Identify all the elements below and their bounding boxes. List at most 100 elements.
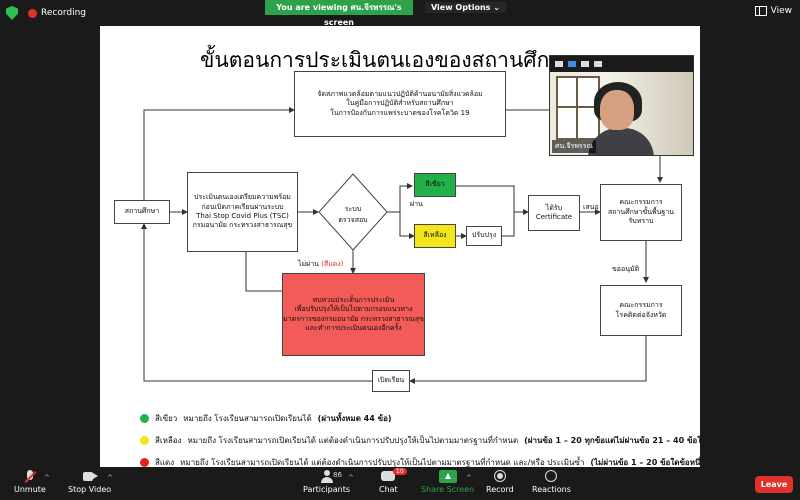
view-options-button[interactable]: View Options ⌄ <box>425 2 506 13</box>
share-options-caret-icon[interactable]: ^ <box>466 474 472 482</box>
legend-green: สีเขียว หมายถึง โรงเรียนสามารถเปิดเรียนไ… <box>140 412 392 425</box>
review-line-4: และทำการประเมินตนเองอีกครั้ง <box>305 323 402 332</box>
legend-red-bold: (ไม่ผ่านข้อ 1 – 20 ข้อใดข้อหนึ่ง) <box>590 458 700 467</box>
improve-box: ปรับปรุง <box>466 226 502 246</box>
participants-caret-icon[interactable]: ^ <box>348 474 354 482</box>
participants-label: Participants <box>303 485 350 494</box>
legend-red: สีแดง หมายถึง โรงเรียนสามารถเปิดเรียนได้… <box>140 456 700 467</box>
legend-yellow-text: หมายถึง โรงเรียนสามารถเปิดเรียนได้ แต่ต้… <box>187 436 519 445</box>
self-assessment-box: ประเมินตนเองเตรียมความพร้อม ก่อนเปิดภาคเ… <box>187 172 298 252</box>
yellow-status-box: สีเหลือง <box>414 224 456 248</box>
review-line-1: ทบทวนประเด็นการประเมิน <box>312 295 395 304</box>
view-label: View <box>770 6 792 16</box>
environment-box: จัดสภาพแวดล้อมตามแนวปฏิบัติด้านอนามัยสิ่… <box>294 71 506 137</box>
yellow-dot-icon <box>140 436 149 445</box>
decision-label: ระบบ ตรวจสอบ <box>338 204 368 226</box>
green-dot-icon <box>140 414 149 423</box>
reactions-button[interactable]: Reactions <box>532 470 571 494</box>
video-options-caret-icon[interactable]: ^ <box>107 474 113 482</box>
province-committee-box: คณะกรรมการ โรคติดต่อจังหวัด <box>600 285 682 336</box>
chat-label: Chat <box>379 485 398 494</box>
decision-line-2: ตรวจสอบ <box>338 216 368 224</box>
province-line-2: โรคติดต่อจังหวัด <box>615 310 667 319</box>
red-dot-icon <box>140 458 149 467</box>
environment-line-1: จัดสภาพแวดล้อมตามแนวปฏิบัติด้านอนามัยสิ่… <box>317 89 483 98</box>
record-icon <box>493 470 507 483</box>
slide-title: ขั้นตอนการประเมินตนเองของสถานศึกษา <box>200 48 575 72</box>
reactions-icon <box>544 470 558 483</box>
reactions-label: Reactions <box>532 485 571 494</box>
legend-green-name: สีเขียว <box>155 414 178 423</box>
top-left-status: Recording <box>6 6 86 20</box>
viewing-screen-banner: You are viewing ศน.จีรพรรณ's screen <box>265 0 413 27</box>
legend-red-name: สีแดง <box>155 458 175 467</box>
grid-icon[interactable] <box>594 61 602 67</box>
committee-line-1: คณะกรรมการ <box>619 198 663 207</box>
decision-diamond <box>318 173 388 251</box>
meeting-top-bar: Recording You are viewing ศน.จีรพรรณ's s… <box>0 0 800 27</box>
decision-line-1: ระบบ <box>344 205 362 213</box>
participants-button[interactable]: Participants <box>303 470 350 494</box>
chat-icon <box>381 470 396 483</box>
view-button[interactable]: View <box>754 6 792 16</box>
legend-yellow-bold: (ผ่านข้อ 1 – 20 ทุกข้อแต่ไม่ผ่านข้อ 21 –… <box>524 436 700 445</box>
gallery-view-icon[interactable] <box>581 61 589 67</box>
video-camera-icon <box>82 470 98 483</box>
stop-video-label: Stop Video <box>68 485 112 494</box>
presenter-video-thumbnail[interactable]: ศน.จีรพรรณ <box>549 55 694 156</box>
legend-red-text: หมายถึง โรงเรียนสามารถเปิดเรียนได้ แต่ต้… <box>180 458 585 467</box>
assess-line-2: ก่อนเปิดภาคเรียนผ่านระบบ <box>201 202 284 211</box>
flowchart-connectors <box>141 107 663 384</box>
assess-line-4: กรมอนามัย กระทรวงสาธารณสุข <box>192 221 293 230</box>
chat-button[interactable]: Chat <box>379 470 398 494</box>
red-review-box: ทบทวนประเด็นการประเมิน เพื่อปรับปรุงให้เ… <box>282 273 425 356</box>
certificate-box: ได้รับ Certificate <box>528 195 580 231</box>
person-face <box>600 90 634 130</box>
unmute-label: Unmute <box>14 485 46 494</box>
school-committee-box: คณะกรรมการ สถานศึกษาขั้นพื้นฐาน รับทราบ <box>600 184 682 241</box>
certificate-line-2: Certificate <box>535 213 573 221</box>
leave-button[interactable]: Leave <box>755 476 793 493</box>
unmute-button[interactable]: Unmute <box>14 470 46 494</box>
audio-options-caret-icon[interactable]: ^ <box>44 474 50 482</box>
share-screen-icon <box>438 470 457 483</box>
legend-yellow-name: สีเหลือง <box>155 436 182 445</box>
record-button[interactable]: Record <box>486 470 514 494</box>
province-line-1: คณะกรรมการ <box>619 301 663 310</box>
participants-count: 86 <box>333 471 342 479</box>
legend-green-text: หมายถึง โรงเรียนสามารถเปิดเรียนได้ <box>183 414 312 423</box>
review-line-3: มาตรการของกรมอนามัย กระทรวงสาธารณสุข <box>283 314 424 323</box>
security-shield-icon[interactable] <box>6 6 18 20</box>
certificate-line-1: ได้รับ <box>545 203 563 212</box>
green-status-box: สีเขียว <box>414 173 456 197</box>
stop-video-button[interactable]: Stop Video <box>68 470 111 494</box>
committee-line-2: สถานศึกษาขั้นพื้นฐาน <box>607 207 674 216</box>
speaker-view-icon[interactable] <box>568 61 576 67</box>
video-controls-bar <box>550 56 693 72</box>
committee-line-3: รับทราบ <box>628 217 654 226</box>
share-screen-label: Share Screen <box>421 485 475 494</box>
school-box: สถานศึกษา <box>114 200 170 224</box>
assess-line-1: ประเมินตนเองเตรียมความพร้อม <box>194 193 291 202</box>
environment-line-3: ในการป้องกันการแพร่ระบาดของโรคโควิด 19 <box>330 108 470 117</box>
legend-yellow: สีเหลือง หมายถึง โรงเรียนสามารถเปิดเรียน… <box>140 434 700 447</box>
environment-line-2: ในคู่มือการปฏิบัติสำหรับสถานศึกษา <box>346 99 454 108</box>
legend-green-bold: (ผ่านทั้งหมด 44 ข้อ) <box>317 414 392 423</box>
view-layout-icon <box>754 6 767 16</box>
recording-label: Recording <box>41 8 87 18</box>
recording-indicator[interactable]: Recording <box>28 8 86 18</box>
share-screen-button[interactable]: Share Screen <box>421 470 474 494</box>
review-line-2: เพื่อปรับปรุงให้เป็นไปตามกรอบแนวทาง <box>294 305 413 314</box>
propose-label: เสนอ <box>583 203 599 211</box>
approve-label: ขออนุมัติ <box>612 265 640 273</box>
record-label: Record <box>486 485 514 494</box>
participants-icon <box>320 470 334 483</box>
fail-red-text: (สีแดง) <box>321 260 344 268</box>
minimize-icon[interactable] <box>555 61 563 67</box>
recording-dot-icon <box>28 8 37 18</box>
fail-text: ไม่ผ่าน <box>298 260 319 268</box>
participant-name-tag: ศน.จีรพรรณ <box>552 140 596 153</box>
pass-label: ผ่าน <box>410 200 423 208</box>
meeting-toolbar: Unmute ^ Stop Video ^ Participants 86 ^ … <box>0 467 800 500</box>
fail-label: ไม่ผ่าน (สีแดง) <box>298 259 343 270</box>
